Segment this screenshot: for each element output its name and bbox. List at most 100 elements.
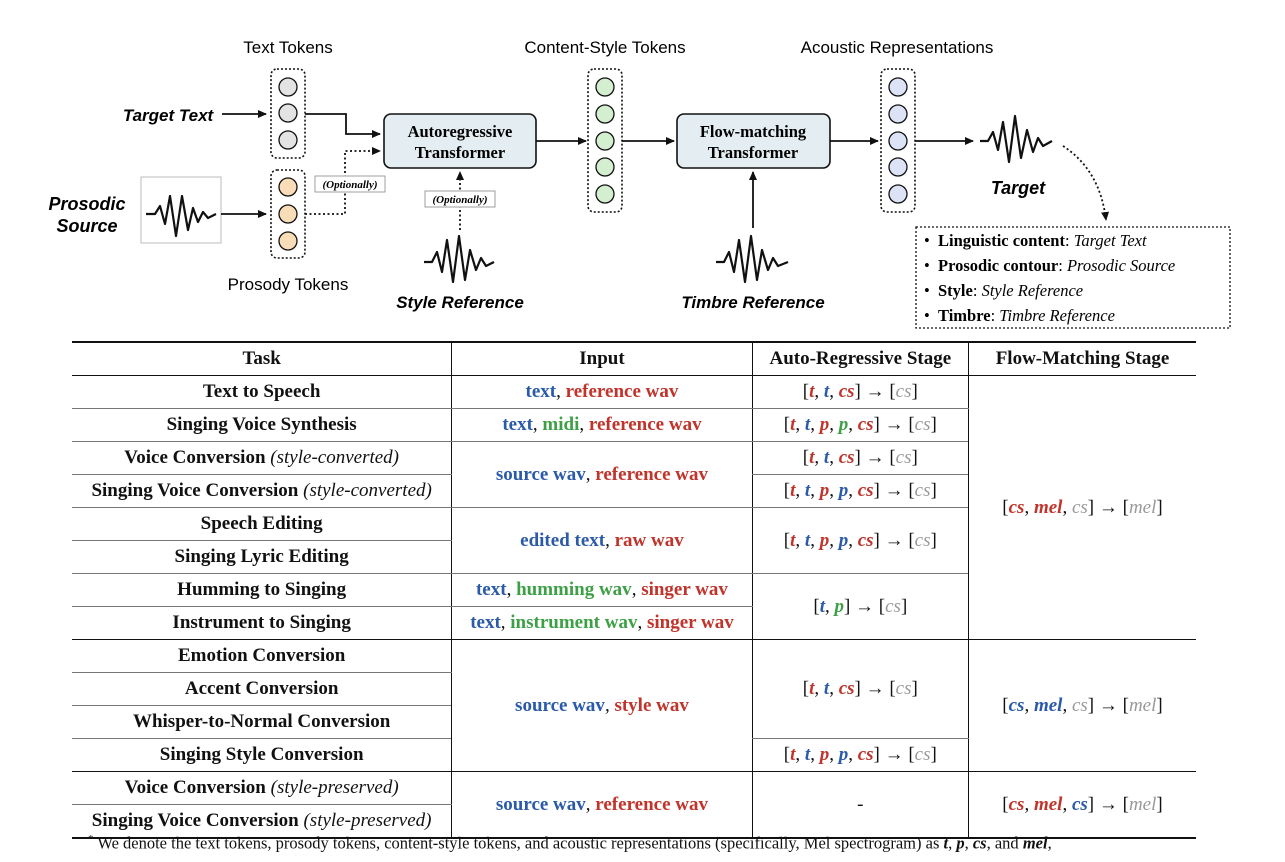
task-cell: Accent Conversion — [72, 672, 452, 706]
style-waveform-icon — [424, 234, 495, 284]
legend-item-linguistic: Linguistic content: Target Text — [938, 231, 1147, 250]
acoustic-token — [888, 131, 908, 151]
input-cell: text, reference wav — [451, 375, 753, 409]
fm-title-2: Transformer — [708, 143, 798, 162]
input-cell: edited text, raw wav — [451, 507, 753, 574]
legend-item-prosodic: Prosodic contour: Prosodic Source — [938, 256, 1175, 275]
prosody-tokens-label: Prosody Tokens — [228, 275, 349, 294]
ar-title-1: Autoregressive — [408, 122, 513, 141]
content-style-token — [595, 104, 615, 124]
optionally-label-2: (Optionally) — [433, 194, 488, 206]
prosody-token — [278, 177, 298, 197]
content-style-token — [595, 131, 615, 151]
table-row: Singing Style Conversion [t, t, p, p, cs… — [72, 738, 1196, 772]
acoustic-token — [888, 157, 908, 177]
task-cell: Voice Conversion (style-converted) — [72, 441, 452, 475]
ar-cell: [t, t, cs] → [cs] — [751, 375, 969, 409]
legend-item-timbre: Timbre: Timbre Reference — [938, 306, 1115, 325]
table-row: Whisper-to-Normal Conversion — [72, 705, 1196, 739]
legend-bullet: • — [924, 231, 930, 250]
task-cell: Singing Voice Synthesis — [72, 408, 452, 442]
prosody-token — [278, 231, 298, 251]
ar-cell: [t, t, p, p, cs] → [cs] — [751, 474, 969, 508]
target-waveform-icon — [980, 114, 1053, 164]
ar-cell: [t, t, p, p, cs] → [cs] — [751, 408, 969, 442]
ar-cell: [t, t, p, p, cs] → [cs] — [751, 738, 969, 772]
task-cell: Humming to Singing — [72, 573, 452, 607]
pipeline-diagram: Text Tokens Content-Style Tokens Acousti… — [48, 38, 1231, 329]
table-row: Singing Voice Synthesis text, midi, refe… — [72, 408, 1196, 442]
input-cell: text, humming wav, singer wav — [451, 573, 753, 607]
footnote-t: t — [943, 833, 949, 853]
task-cell: Singing Voice Conversion (style-converte… — [72, 474, 452, 508]
ar-cell: [t, p] → [cs] — [751, 573, 969, 640]
footnote-marker: * — [88, 833, 94, 845]
prosody-token — [278, 204, 298, 224]
fm-title-1: Flow-matching — [700, 122, 807, 141]
task-cell: Singing Style Conversion — [159, 744, 364, 765]
fm-cell: [cs, mel, cs] → [mel] — [968, 639, 1196, 772]
prosodic-source-label-2: Source — [56, 216, 117, 236]
task-cell: Voice Conversion (style-preserved) — [72, 771, 452, 805]
input-cell: source wav, style wav — [451, 639, 753, 772]
target-label: Target — [991, 178, 1046, 198]
footnote-text: We denote the text tokens, prosody token… — [97, 833, 940, 853]
ar-title-2: Transformer — [415, 143, 505, 162]
target-text-label: Target Text — [123, 106, 215, 125]
table-row: Voice Conversion (style-converted) sourc… — [72, 441, 1196, 508]
task-cell: Singing Lyric Editing — [72, 540, 452, 574]
input-cell: text, instrument wav, singer wav — [451, 606, 753, 640]
table-row: Singing Voice Conversion (style-preserve… — [72, 804, 1196, 839]
text-token — [278, 130, 298, 150]
table-row: Text to Speech text, reference wav [t, t… — [72, 375, 1196, 640]
timbre-waveform-icon — [716, 234, 789, 284]
header-input: Input — [451, 341, 753, 376]
content-style-token — [595, 157, 615, 177]
target-attributes-legend — [915, 226, 1231, 329]
content-style-tokens-label: Content-Style Tokens — [524, 38, 685, 57]
content-style-token — [595, 184, 615, 204]
table-row: Humming to Singing text, humming wav, si… — [72, 573, 1196, 640]
fm-cell: [cs, mel, cs] → [mel] — [968, 771, 1196, 839]
task-cell: Singing Voice Conversion (style-preserve… — [72, 804, 452, 839]
header-ar-stage: Auto-Regressive Stage — [751, 341, 969, 376]
table-row: Speech Editing edited text, raw wav [t, … — [72, 507, 1196, 574]
task-cell: Speech Editing — [72, 507, 452, 541]
acoustic-representations-label: Acoustic Representations — [801, 38, 994, 57]
content-style-token — [595, 77, 615, 97]
text-token — [278, 103, 298, 123]
ar-cell: - — [751, 771, 969, 839]
footnote-cs: cs — [972, 833, 987, 853]
footnote-and: and — [994, 833, 1019, 853]
input-cell: text, midi, reference wav — [451, 408, 753, 442]
table-row: Singing Voice Conversion (style-converte… — [72, 474, 1196, 508]
input-cell: source wav, reference wav — [451, 771, 753, 839]
acoustic-token — [888, 104, 908, 124]
text-to-ar-arrow — [305, 113, 381, 138]
ar-cell: [t, t, cs] → [cs] — [751, 639, 969, 739]
legend-item-style: Style: Style Reference — [938, 281, 1083, 300]
optionally-tag-1 — [314, 175, 386, 193]
task-table: Task Input Auto-Regressive Stage Flow-Ma… — [72, 341, 1196, 839]
text-token — [278, 77, 298, 97]
ar-cell: [t, t, p, p, cs] → [cs] — [751, 507, 969, 574]
timbre-reference-label: Timbre Reference — [681, 293, 824, 312]
prosody-to-ar-arrow — [305, 147, 381, 215]
task-cell: Whisper-to-Normal Conversion — [72, 705, 452, 739]
fm-cell: [cs, mel, cs] → [mel] — [968, 375, 1196, 640]
input-cell: source wav, reference wav — [451, 441, 753, 508]
table-row: Accent Conversion — [72, 672, 1196, 706]
text-tokens-label: Text Tokens — [243, 38, 332, 57]
task-cell: Instrument to Singing — [172, 612, 351, 633]
prosodic-waveform-icon — [146, 194, 217, 238]
task-cell: Emotion Conversion — [72, 639, 452, 673]
target-to-legend-arrow — [1062, 145, 1110, 221]
optionally-tag-2 — [424, 190, 496, 208]
legend-bullet: • — [924, 306, 930, 325]
task-cell: Text to Speech — [72, 375, 452, 409]
header-task: Task — [72, 341, 452, 376]
table-row: Voice Conversion (style-preserved) sourc… — [72, 771, 1196, 839]
table-row: Singing Lyric Editing — [72, 540, 1196, 574]
ar-cell: [t, t, cs] → [cs] — [751, 441, 969, 475]
footnote-mel: mel — [1022, 833, 1048, 853]
